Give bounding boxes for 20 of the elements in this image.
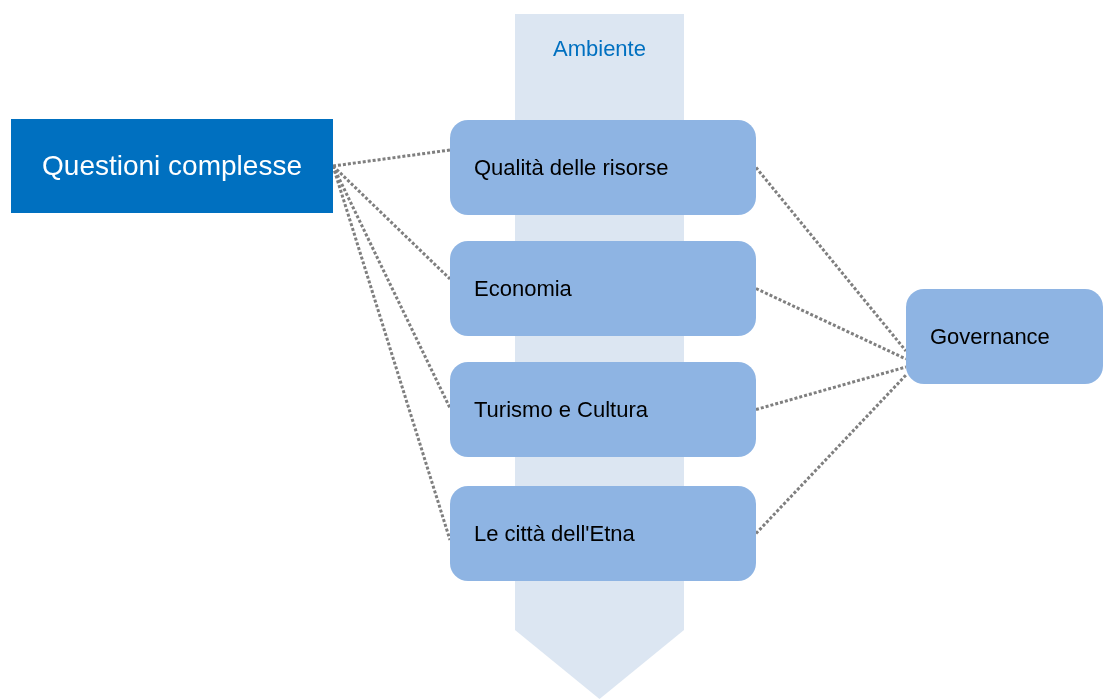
dotted-connector [754, 166, 908, 352]
title-box [11, 119, 333, 213]
topic-box [906, 289, 1103, 384]
topic-box [450, 120, 756, 215]
topic-label: Qualità delle risorse [474, 154, 669, 181]
topic-label: Turismo e Cultura [474, 396, 648, 423]
title-text: Questioni complesse [42, 150, 302, 182]
topic-box [450, 241, 756, 336]
dotted-connector [332, 148, 451, 168]
dotted-connector [331, 165, 452, 541]
dotted-connector [755, 365, 907, 411]
dotted-connector [754, 373, 908, 535]
dotted-connector [331, 164, 452, 281]
dotted-connector [755, 287, 907, 361]
topic-label: Le città dell'Etna [474, 520, 635, 547]
topic-label: Economia [474, 275, 572, 302]
topic-box [450, 362, 756, 457]
band-label: Ambiente [553, 36, 646, 62]
topic-label: Governance [930, 323, 1050, 350]
topic-box [450, 486, 756, 581]
